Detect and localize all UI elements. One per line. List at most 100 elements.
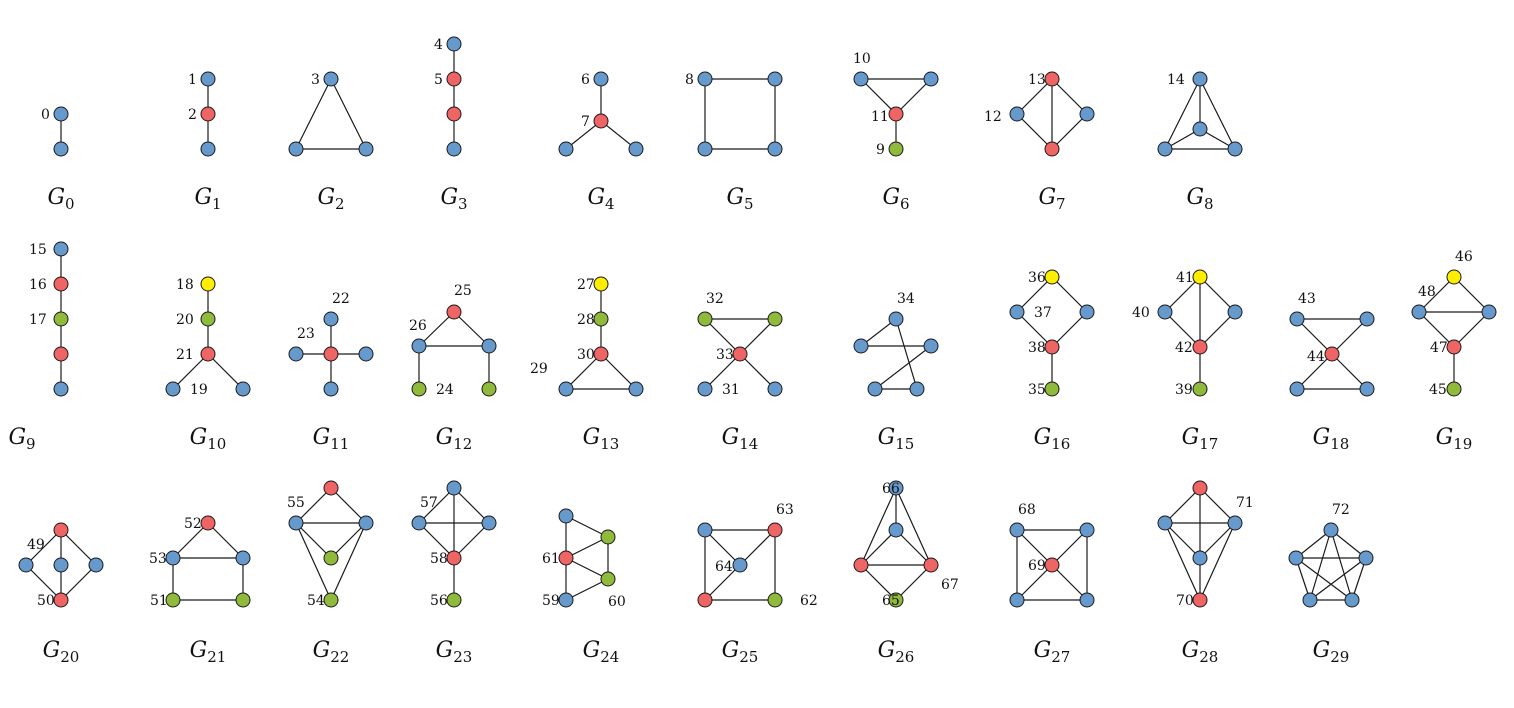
graph-12-node-0 bbox=[446, 304, 462, 320]
graph-22-edge-5 bbox=[295, 522, 332, 601]
graph-caption-name: G bbox=[317, 185, 335, 210]
graph-2-edge-0 bbox=[295, 78, 332, 150]
node-label: 20 bbox=[176, 312, 194, 328]
graph-4-node-3 bbox=[628, 141, 644, 157]
graph-12-node-4 bbox=[481, 381, 497, 397]
graph-5-node-0 bbox=[697, 71, 713, 87]
graph-24-edge-2 bbox=[565, 536, 609, 559]
graph-caption: G6 bbox=[882, 185, 909, 213]
graph-8-edge-1 bbox=[1164, 78, 1201, 150]
graph-8-node-3 bbox=[1227, 141, 1243, 157]
graph-caption: G7 bbox=[1038, 185, 1065, 213]
graph-caption-subscript: 13 bbox=[600, 435, 619, 453]
node-label: 41 bbox=[1176, 270, 1194, 286]
graph-29-node-2 bbox=[1358, 550, 1374, 566]
graph-caption-name: G bbox=[878, 638, 896, 663]
node-label: 7 bbox=[581, 114, 590, 130]
graph-26-node-0 bbox=[888, 480, 904, 496]
graph-27-edge-5 bbox=[1051, 529, 1088, 566]
node-label: 52 bbox=[184, 516, 202, 532]
graph-23-node-1 bbox=[411, 515, 427, 531]
graph-18-edge-1 bbox=[1296, 318, 1333, 355]
graph-25-node-1 bbox=[767, 522, 783, 538]
graph-8-edge-2 bbox=[1199, 78, 1236, 150]
graph-7-edge-1 bbox=[1051, 78, 1088, 115]
graph-22-node-4 bbox=[323, 592, 339, 608]
node-label: 38 bbox=[1028, 340, 1046, 356]
node-label: 68 bbox=[1018, 502, 1036, 518]
graph-caption-subscript: 20 bbox=[60, 648, 79, 666]
graph-25-node-4 bbox=[767, 592, 783, 608]
graph-15-node-3 bbox=[867, 381, 883, 397]
graph-caption: G5 bbox=[726, 185, 753, 213]
graph-caption-name: G bbox=[583, 425, 601, 450]
graph-13-edge-3 bbox=[600, 353, 637, 390]
graph-0-node-0 bbox=[53, 106, 69, 122]
graph-caption: G1 bbox=[194, 185, 221, 213]
graph-16-edge-0 bbox=[1016, 276, 1053, 313]
graph-caption-name: G bbox=[313, 638, 331, 663]
graph-caption-subscript: 14 bbox=[739, 435, 758, 453]
graph-caption: G24 bbox=[583, 638, 620, 666]
graph-19-node-4 bbox=[1446, 381, 1462, 397]
node-label: 58 bbox=[430, 551, 448, 567]
graph-6-node-2 bbox=[888, 106, 904, 122]
graph-22-edge-3 bbox=[295, 522, 332, 559]
graph-14-node-3 bbox=[697, 381, 713, 397]
node-label: 64 bbox=[715, 559, 733, 575]
graph-14-edge-4 bbox=[739, 353, 776, 390]
node-label: 8 bbox=[685, 72, 694, 88]
graph-14-edge-1 bbox=[704, 318, 741, 355]
graph-7-node-0 bbox=[1044, 71, 1060, 87]
node-label: 43 bbox=[1298, 291, 1316, 307]
node-label: 16 bbox=[29, 277, 47, 293]
graph-8-node-0 bbox=[1192, 71, 1208, 87]
node-label: 51 bbox=[150, 593, 168, 609]
graph-16-edge-2 bbox=[1016, 311, 1053, 348]
node-label: 63 bbox=[776, 502, 794, 518]
graph-27-node-4 bbox=[1079, 592, 1095, 608]
graph-caption-subscript: 6 bbox=[900, 195, 910, 213]
node-label: 21 bbox=[176, 347, 194, 363]
graph-19-node-2 bbox=[1481, 304, 1497, 320]
graph-26-edge-3 bbox=[860, 529, 897, 566]
graph-21-node-0 bbox=[200, 515, 216, 531]
graph-14-node-0 bbox=[697, 311, 713, 327]
graph-caption: G23 bbox=[436, 638, 473, 666]
graph-24-node-2 bbox=[600, 529, 616, 545]
graph-11-node-3 bbox=[358, 346, 374, 362]
graph-caption-subscript: 18 bbox=[1330, 435, 1349, 453]
graph-17-node-3 bbox=[1192, 339, 1208, 355]
graph-caption-subscript: 21 bbox=[207, 648, 226, 666]
graph-caption-name: G bbox=[1182, 425, 1200, 450]
graph-22-edge-6 bbox=[330, 522, 367, 601]
graph-caption-name: G bbox=[1313, 425, 1331, 450]
graph-caption-name: G bbox=[587, 185, 605, 210]
node-label: 53 bbox=[149, 551, 167, 567]
graph-18-node-2 bbox=[1324, 346, 1340, 362]
graph-caption-name: G bbox=[43, 638, 61, 663]
graph-caption-name: G bbox=[882, 185, 900, 210]
graph-caption-subscript: 15 bbox=[895, 435, 914, 453]
graph-11-node-1 bbox=[288, 346, 304, 362]
node-label: 48 bbox=[1418, 284, 1436, 300]
graph-12-node-2 bbox=[481, 338, 497, 354]
graph-6-node-1 bbox=[923, 71, 939, 87]
graph-caption-subscript: 17 bbox=[1199, 435, 1218, 453]
node-label: 27 bbox=[577, 277, 595, 293]
graph-caption-name: G bbox=[436, 638, 454, 663]
graph-15-edge-4 bbox=[895, 318, 918, 390]
graph-4-node-2 bbox=[558, 141, 574, 157]
graph-26-node-2 bbox=[853, 557, 869, 573]
graph-11-node-4 bbox=[323, 381, 339, 397]
graph-9-node-3 bbox=[53, 346, 69, 362]
graph-20-edge-0 bbox=[25, 529, 62, 566]
graph-caption-name: G bbox=[313, 425, 331, 450]
graph-24-edge-6 bbox=[565, 578, 609, 601]
node-label: 11 bbox=[871, 109, 889, 125]
